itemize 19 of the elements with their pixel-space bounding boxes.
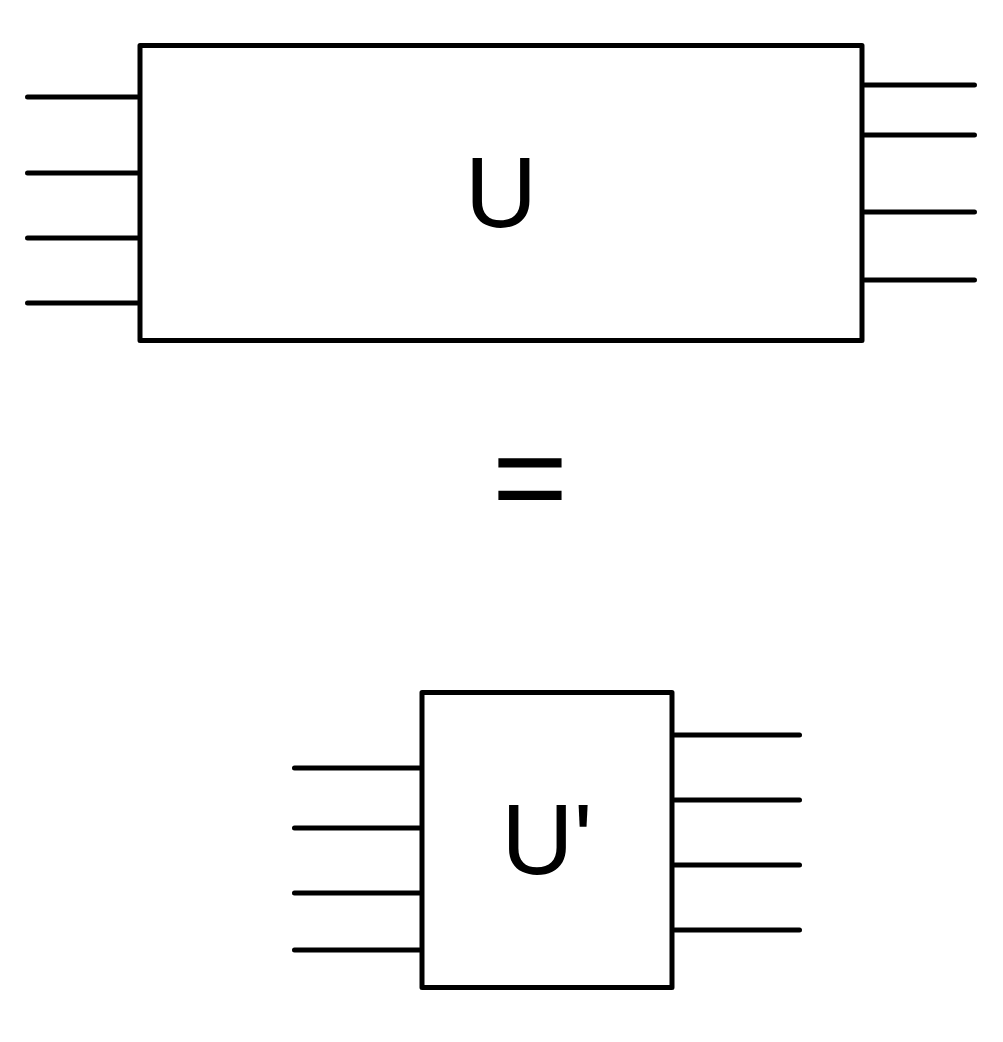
wire — [862, 209, 977, 215]
wire — [25, 94, 140, 100]
wire — [672, 862, 802, 868]
wire — [25, 170, 140, 176]
wire — [862, 277, 977, 283]
wire — [25, 235, 140, 241]
wire — [25, 300, 140, 306]
equals-sign: = — [498, 458, 562, 501]
gate-box: U' — [419, 690, 675, 990]
wire — [292, 765, 422, 771]
wire — [862, 82, 977, 88]
wire — [672, 927, 802, 933]
wire — [672, 732, 802, 738]
wire — [292, 825, 422, 831]
wire — [292, 947, 422, 953]
wire — [862, 132, 977, 138]
wire — [672, 797, 802, 803]
wire — [292, 890, 422, 896]
gate-box: U — [137, 43, 865, 343]
